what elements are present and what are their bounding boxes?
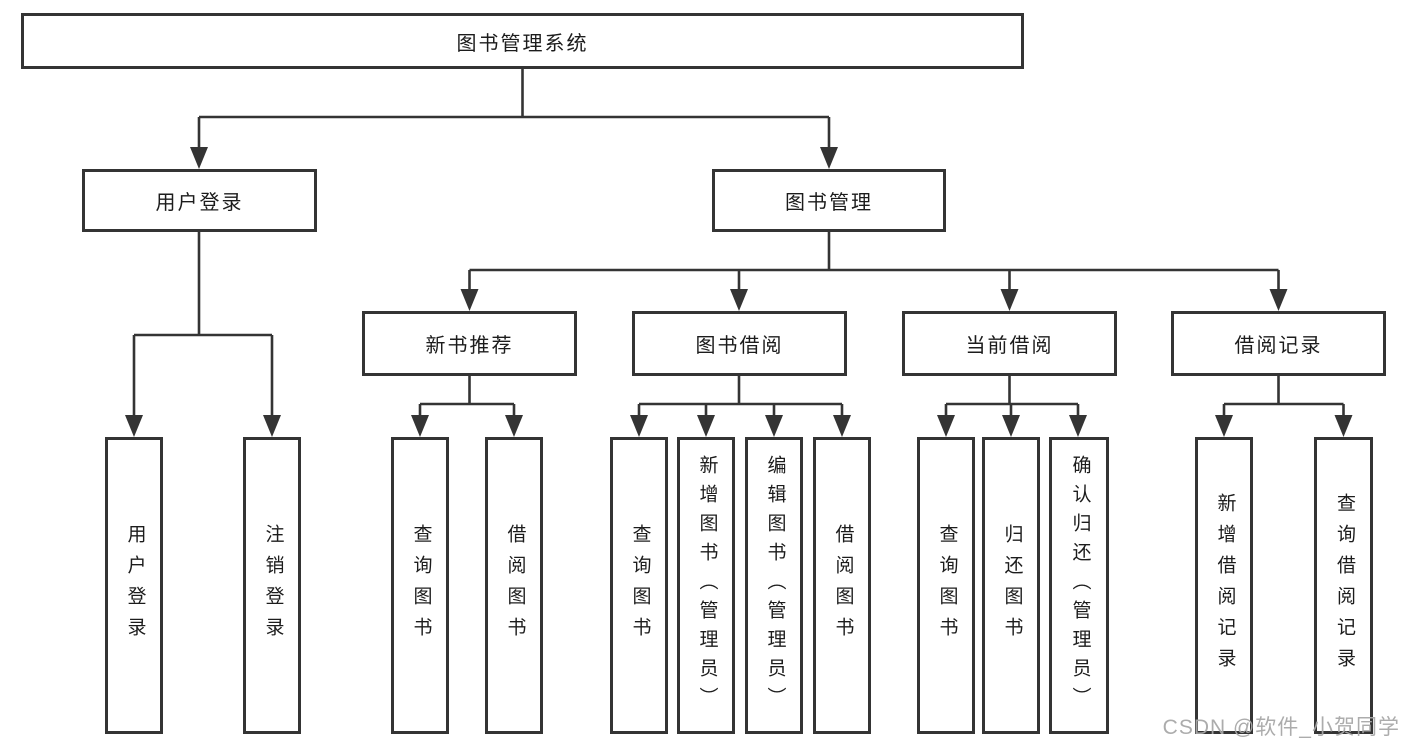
leaf-confirm-return-admin-label: 确认归还（管理员） [1069, 455, 1091, 716]
leaf-add-book-admin-label: 新增图书（管理员） [696, 455, 718, 716]
node-user-login-label: 用户登录 [155, 192, 244, 214]
leaf-current-query-book-label: 查询图书 [936, 523, 958, 648]
node-book-borrow-label: 图书借阅 [695, 335, 784, 357]
leaf-recommend-borrow-book-label: 借阅图书 [504, 523, 526, 648]
node-book-management-label: 图书管理 [785, 192, 873, 214]
leaf-add-borrow-record-label: 新增借阅记录 [1214, 492, 1236, 679]
node-user-login: 用户登录 [82, 169, 317, 232]
leaf-recommend-query-book: 查询图书 [391, 437, 449, 734]
leaf-recommend-borrow-book: 借阅图书 [485, 437, 543, 734]
arrowhead-icons [125, 147, 1353, 437]
node-root-system: 图书管理系统 [21, 13, 1024, 69]
leaf-logout: 注销登录 [243, 437, 301, 734]
leaf-query-borrow-record: 查询借阅记录 [1314, 437, 1373, 734]
node-book-management: 图书管理 [712, 169, 946, 232]
leaf-add-borrow-record: 新增借阅记录 [1195, 437, 1253, 734]
node-book-borrow: 图书借阅 [632, 311, 847, 376]
leaf-user-login: 用户登录 [105, 437, 163, 734]
leaf-borrow-book-label: 借阅图书 [832, 523, 854, 648]
leaf-return-book-label: 归还图书 [1001, 523, 1023, 648]
node-current-borrow-label: 当前借阅 [965, 335, 1054, 357]
leaf-borrow-book: 借阅图书 [813, 437, 871, 734]
leaf-current-query-book: 查询图书 [917, 437, 975, 734]
node-borrow-records-label: 借阅记录 [1234, 335, 1323, 357]
leaf-query-borrow-record-label: 查询借阅记录 [1333, 492, 1355, 679]
leaf-logout-label: 注销登录 [262, 523, 284, 648]
leaf-user-login-label: 用户登录 [124, 523, 146, 648]
node-current-borrow: 当前借阅 [902, 311, 1117, 376]
node-new-book-recommend: 新书推荐 [362, 311, 577, 376]
node-root-label: 图书管理系统 [456, 32, 589, 55]
leaf-borrow-query-book-label: 查询图书 [629, 523, 651, 648]
leaf-edit-book-admin: 编辑图书（管理员） [745, 437, 803, 734]
node-borrow-records: 借阅记录 [1171, 311, 1386, 376]
leaf-add-book-admin: 新增图书（管理员） [677, 437, 735, 734]
leaf-borrow-query-book: 查询图书 [610, 437, 668, 734]
node-new-book-recommend-label: 新书推荐 [425, 335, 514, 357]
leaf-edit-book-admin-label: 编辑图书（管理员） [764, 455, 786, 716]
leaf-recommend-query-book-label: 查询图书 [410, 523, 432, 648]
leaf-confirm-return-admin: 确认归还（管理员） [1049, 437, 1109, 734]
leaf-return-book: 归还图书 [982, 437, 1040, 734]
